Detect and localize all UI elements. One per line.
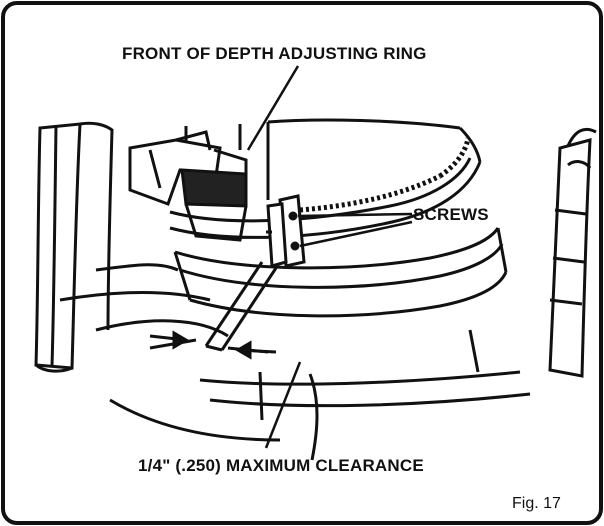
left-handle bbox=[34, 121, 114, 373]
leader-lines bbox=[246, 65, 413, 449]
lower-base bbox=[95, 319, 531, 461]
right-handle bbox=[548, 127, 597, 378]
clearance-label: 1/4" (.250) MAXIMUM CLEARANCE bbox=[138, 456, 424, 475]
clearance-arrows bbox=[149, 330, 277, 360]
screws-leader-top bbox=[297, 212, 413, 218]
base-rings bbox=[59, 227, 508, 318]
figure-number: Fig. 17 bbox=[512, 495, 561, 512]
depth-ring bbox=[169, 126, 482, 239]
screw-clamp bbox=[266, 194, 306, 268]
clearance-leader bbox=[264, 361, 302, 449]
plunge-rod bbox=[204, 261, 278, 352]
depth-bracket bbox=[128, 130, 248, 242]
depth-ring-leader bbox=[246, 65, 300, 151]
screws-leader-bottom bbox=[299, 220, 413, 248]
screws-label: SCREWS bbox=[413, 205, 489, 224]
depth-ring-label: FRONT OF DEPTH ADJUSTING RING bbox=[122, 44, 427, 63]
